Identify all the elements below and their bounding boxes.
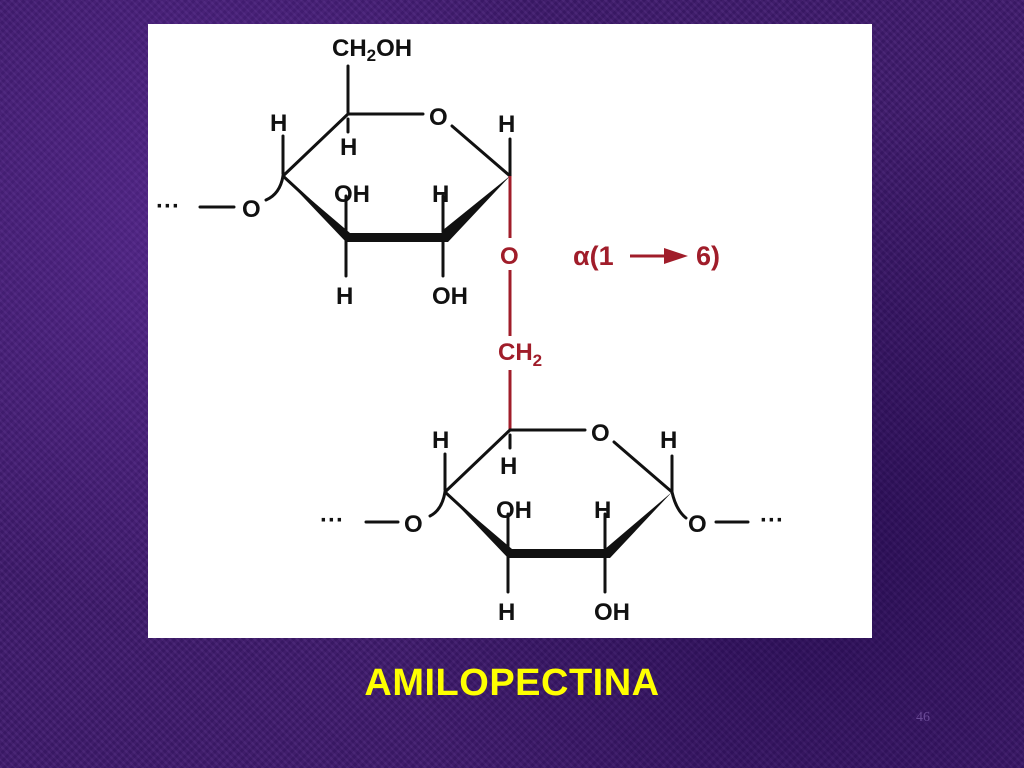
upper-h-c5-label: H [340, 134, 357, 161]
lower-ring-o-label: O [591, 420, 610, 447]
slide-title: AMILOPECTINA [364, 662, 660, 704]
upper-h-c3-bottom-label: H [336, 283, 353, 310]
upper-ring-bond-o-c1 [450, 124, 512, 178]
lower-left-ellipsis: ··· [320, 507, 344, 534]
lower-left-o-label: O [404, 511, 423, 538]
linkage-six-label: 6) [696, 241, 720, 271]
upper-ring-bold-base [283, 176, 510, 242]
lower-ring-bond-o-c1 [612, 440, 674, 494]
linkage-alpha-label: α(1 [573, 241, 614, 271]
upper-h-c2-label: H [432, 181, 449, 208]
upper-left-ellipsis: ··· [156, 193, 180, 220]
upper-left-o-label: O [242, 196, 261, 223]
linkage-arrow-icon [664, 248, 688, 264]
upper-ring-o-label: O [429, 104, 448, 131]
upper-ring-bold-edge [283, 176, 510, 240]
linkage-o-label: O [500, 243, 519, 270]
upper-h-c1-label: H [498, 111, 515, 138]
lower-h-c3-bottom-label: H [498, 599, 515, 626]
lower-oh-c2-bottom-label: OH [594, 599, 630, 626]
lower-h-c5-label: H [500, 453, 517, 480]
lower-oh-c3-label: OH [496, 497, 532, 524]
lower-o-c4-bond [428, 490, 447, 518]
upper-ring [198, 64, 512, 278]
lower-h-c2-label: H [594, 497, 611, 524]
slide-number: 46 [916, 710, 930, 725]
upper-ring-bond-c5-c4 [281, 112, 350, 178]
lower-h-c4-top-label: H [432, 427, 449, 454]
lower-right-ellipsis: ··· [760, 507, 784, 534]
linkage-ch2-label: CH2 [498, 339, 542, 370]
lower-c1-o-bond [670, 490, 688, 520]
upper-o-c4-bond [264, 174, 285, 202]
upper-h-c4-top-label: H [270, 110, 287, 137]
lower-right-o-label: O [688, 511, 707, 538]
diagram-panel: CH2OH O H H H OH H H OH ··· O O CH2 α(1 … [148, 24, 872, 638]
amylopectin-structure: CH2OH O H H H OH H H OH ··· O O CH2 α(1 … [156, 35, 784, 626]
lower-ring-bond-c5-c4 [443, 428, 512, 494]
upper-oh-c3-label: OH [334, 181, 370, 208]
lower-ring-bold-base [445, 492, 672, 558]
upper-oh-c2-bottom-label: OH [432, 283, 468, 310]
upper-ch2oh-label: CH2OH [332, 35, 412, 65]
lower-h-c1-label: H [660, 427, 677, 454]
